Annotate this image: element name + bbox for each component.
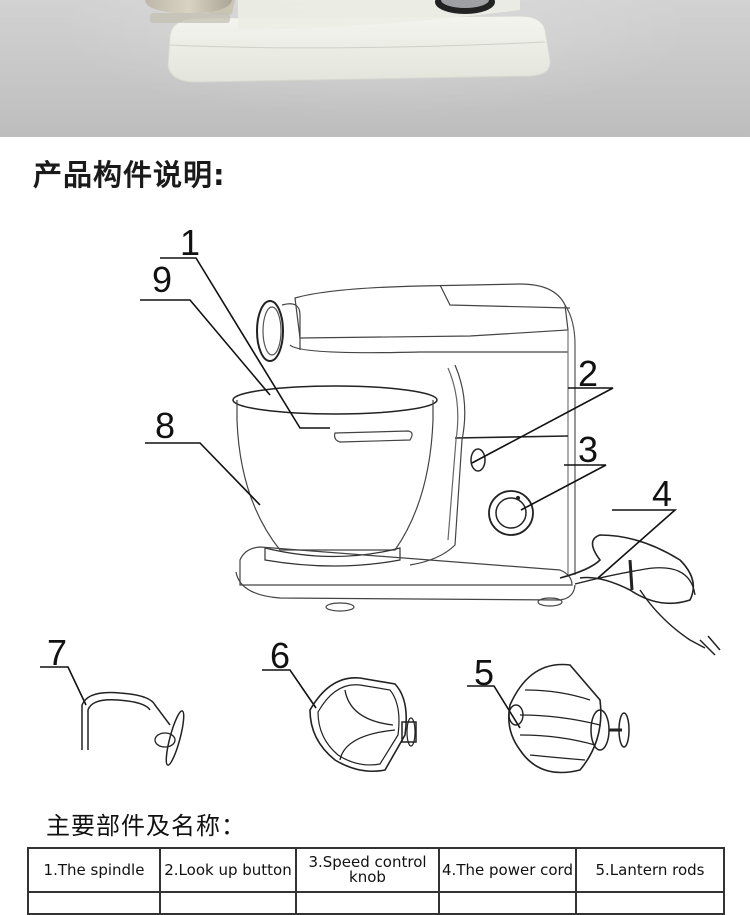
section-title: 产品构件说明: <box>33 158 226 192</box>
table-row <box>27 891 725 915</box>
callout-3: 3 <box>578 429 599 470</box>
table-cell-lantern-rods: 5.Lantern rods <box>575 847 725 893</box>
callout-5: 5 <box>474 652 495 693</box>
callout-4: 4 <box>652 473 673 514</box>
table-cell-speed-knob: 3.Speed control knob <box>295 847 440 893</box>
table-cell-power-cord: 4.The power cord <box>438 847 577 893</box>
callout-7: 7 <box>47 632 68 673</box>
table-row: 1.The spindle 2.Look up button 3.Speed c… <box>27 847 725 893</box>
product-photo <box>0 0 750 137</box>
table-cell-empty <box>159 891 297 915</box>
table-cell-lock-button: 2.Look up button <box>159 847 297 893</box>
parts-diagram: 1 9 8 2 3 4 7 6 5 <box>0 210 750 810</box>
callout-8: 8 <box>155 405 176 446</box>
parts-table-title: 主要部件及名称： <box>46 812 246 840</box>
table-cell-spindle: 1.The spindle <box>27 847 161 893</box>
table-cell-empty <box>438 891 577 915</box>
table-cell-empty <box>575 891 725 915</box>
parts-table: 1.The spindle 2.Look up button 3.Speed c… <box>27 847 725 915</box>
table-cell-empty <box>27 891 161 915</box>
callout-9: 9 <box>152 259 173 300</box>
stand-mixer-line-drawing-icon <box>40 257 721 774</box>
table-cell-empty <box>295 891 440 915</box>
callout-6: 6 <box>270 635 291 676</box>
callout-2: 2 <box>578 353 599 394</box>
stand-mixer-photo-icon <box>145 0 551 83</box>
callout-1: 1 <box>180 222 201 263</box>
